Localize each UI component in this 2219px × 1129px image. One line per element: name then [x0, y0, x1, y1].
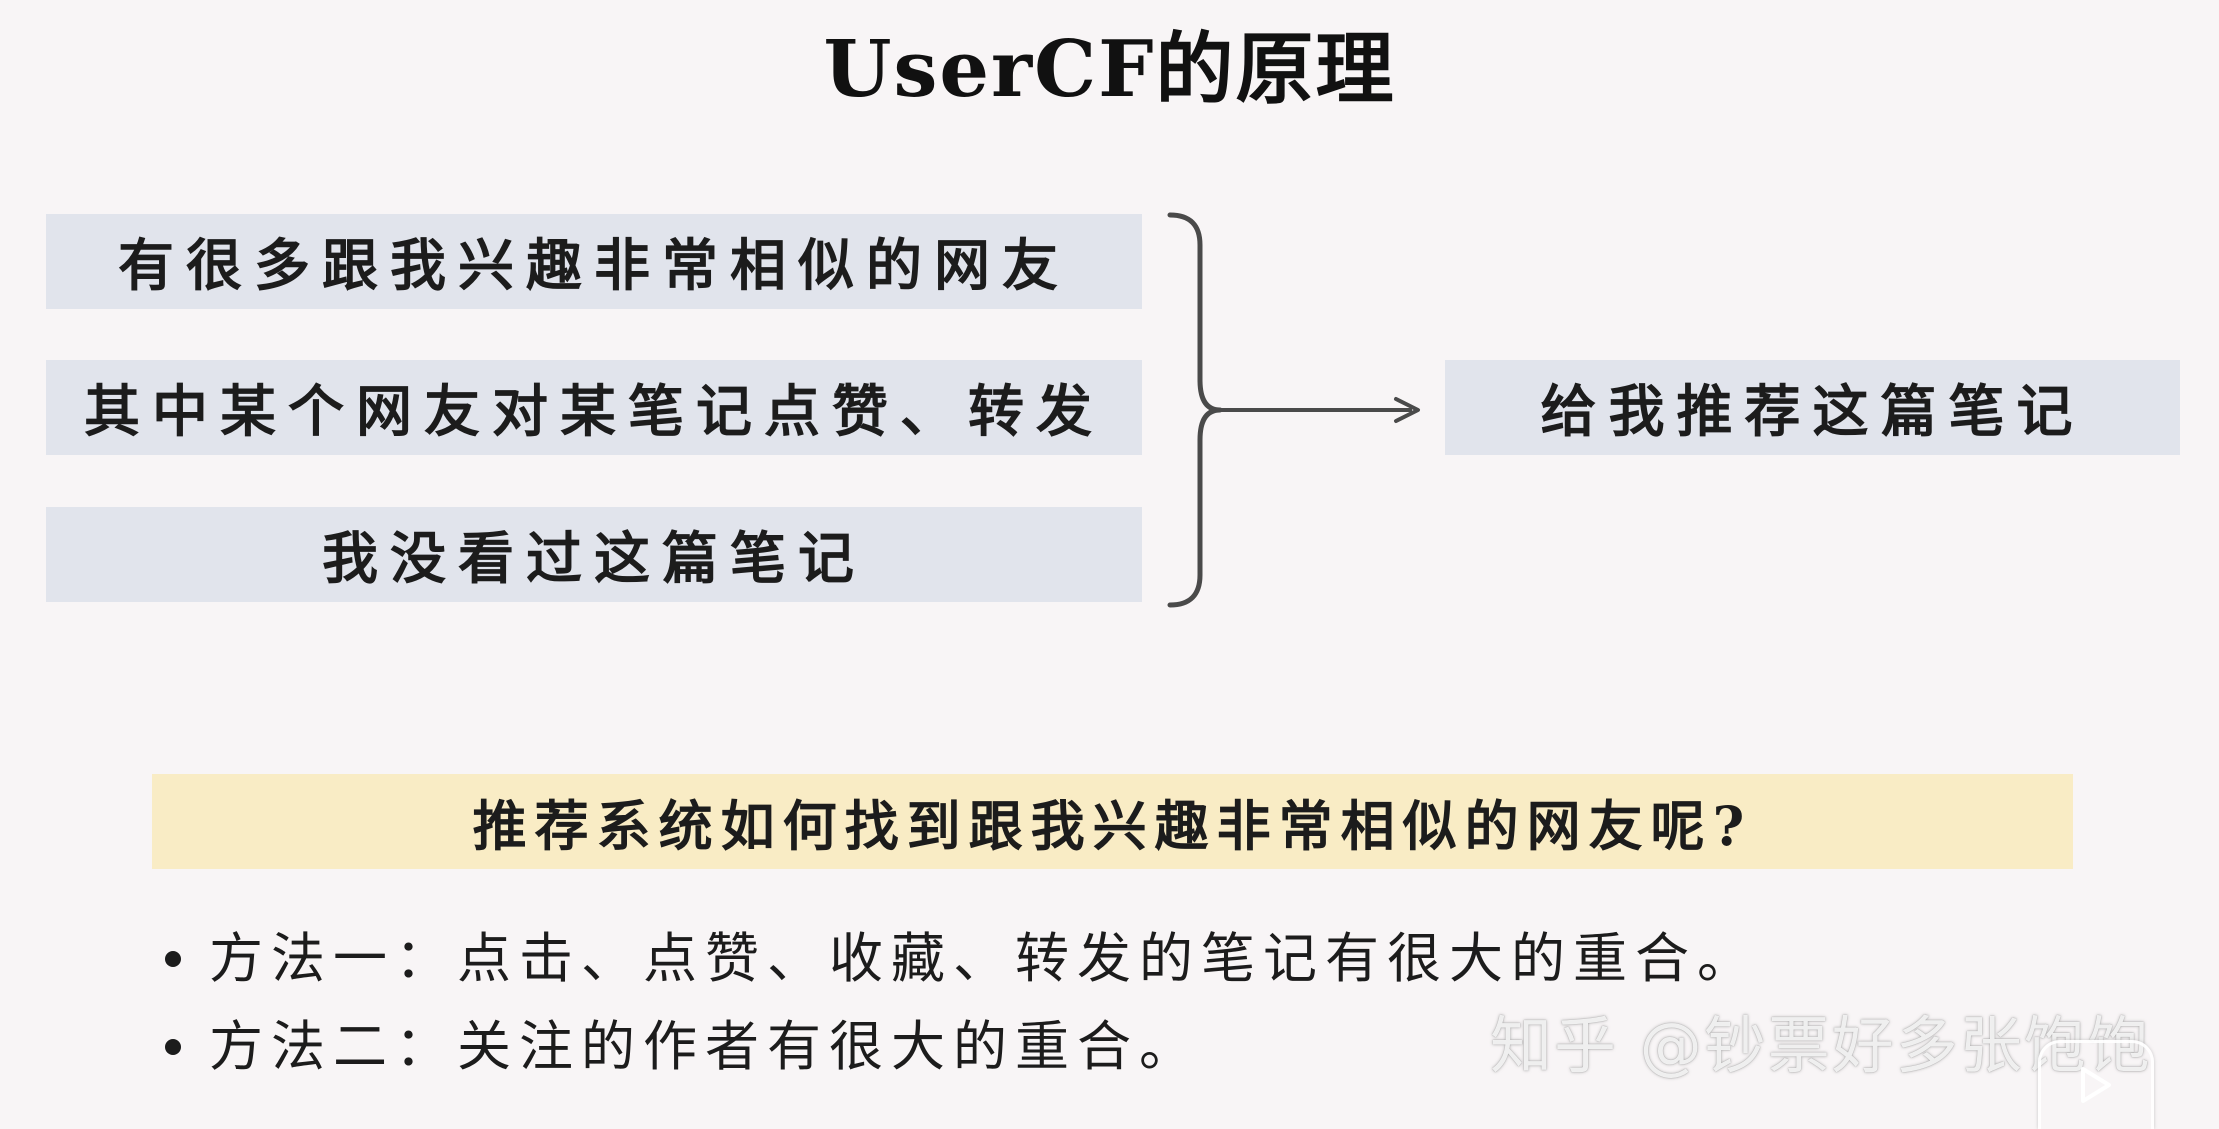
- result-box: 给我推荐这篇笔记: [1445, 360, 2180, 455]
- right-brace-icon: [1167, 212, 1223, 608]
- question-banner: 推荐系统如何找到跟我兴趣非常相似的网友呢?: [152, 774, 2073, 869]
- bullet-icon: [165, 951, 181, 967]
- method-item-1: 方法一：点击、点赞、收藏、转发的笔记有很大的重合。: [165, 915, 1759, 1003]
- method-text-1: 方法一：点击、点赞、收藏、转发的笔记有很大的重合。: [209, 927, 1759, 990]
- method-item-2: 方法二：关注的作者有很大的重合。: [165, 1003, 1759, 1091]
- method-text-2: 方法二：关注的作者有很大的重合。: [209, 1015, 1201, 1078]
- play-icon: [2081, 1067, 2111, 1103]
- bracket-arrow-connector: [1167, 212, 1420, 608]
- condition-box-2: 其中某个网友对某笔记点赞、转发: [46, 360, 1142, 455]
- bullet-icon: [165, 1039, 181, 1055]
- condition-box-1: 有很多跟我兴趣非常相似的网友: [46, 214, 1142, 309]
- play-badge[interactable]: [2038, 1040, 2154, 1129]
- slide-title: UserCF的原理: [823, 24, 1396, 115]
- condition-box-3: 我没看过这篇笔记: [46, 507, 1142, 602]
- methods-list: 方法一：点击、点赞、收藏、转发的笔记有很大的重合。 方法二：关注的作者有很大的重…: [165, 915, 1759, 1091]
